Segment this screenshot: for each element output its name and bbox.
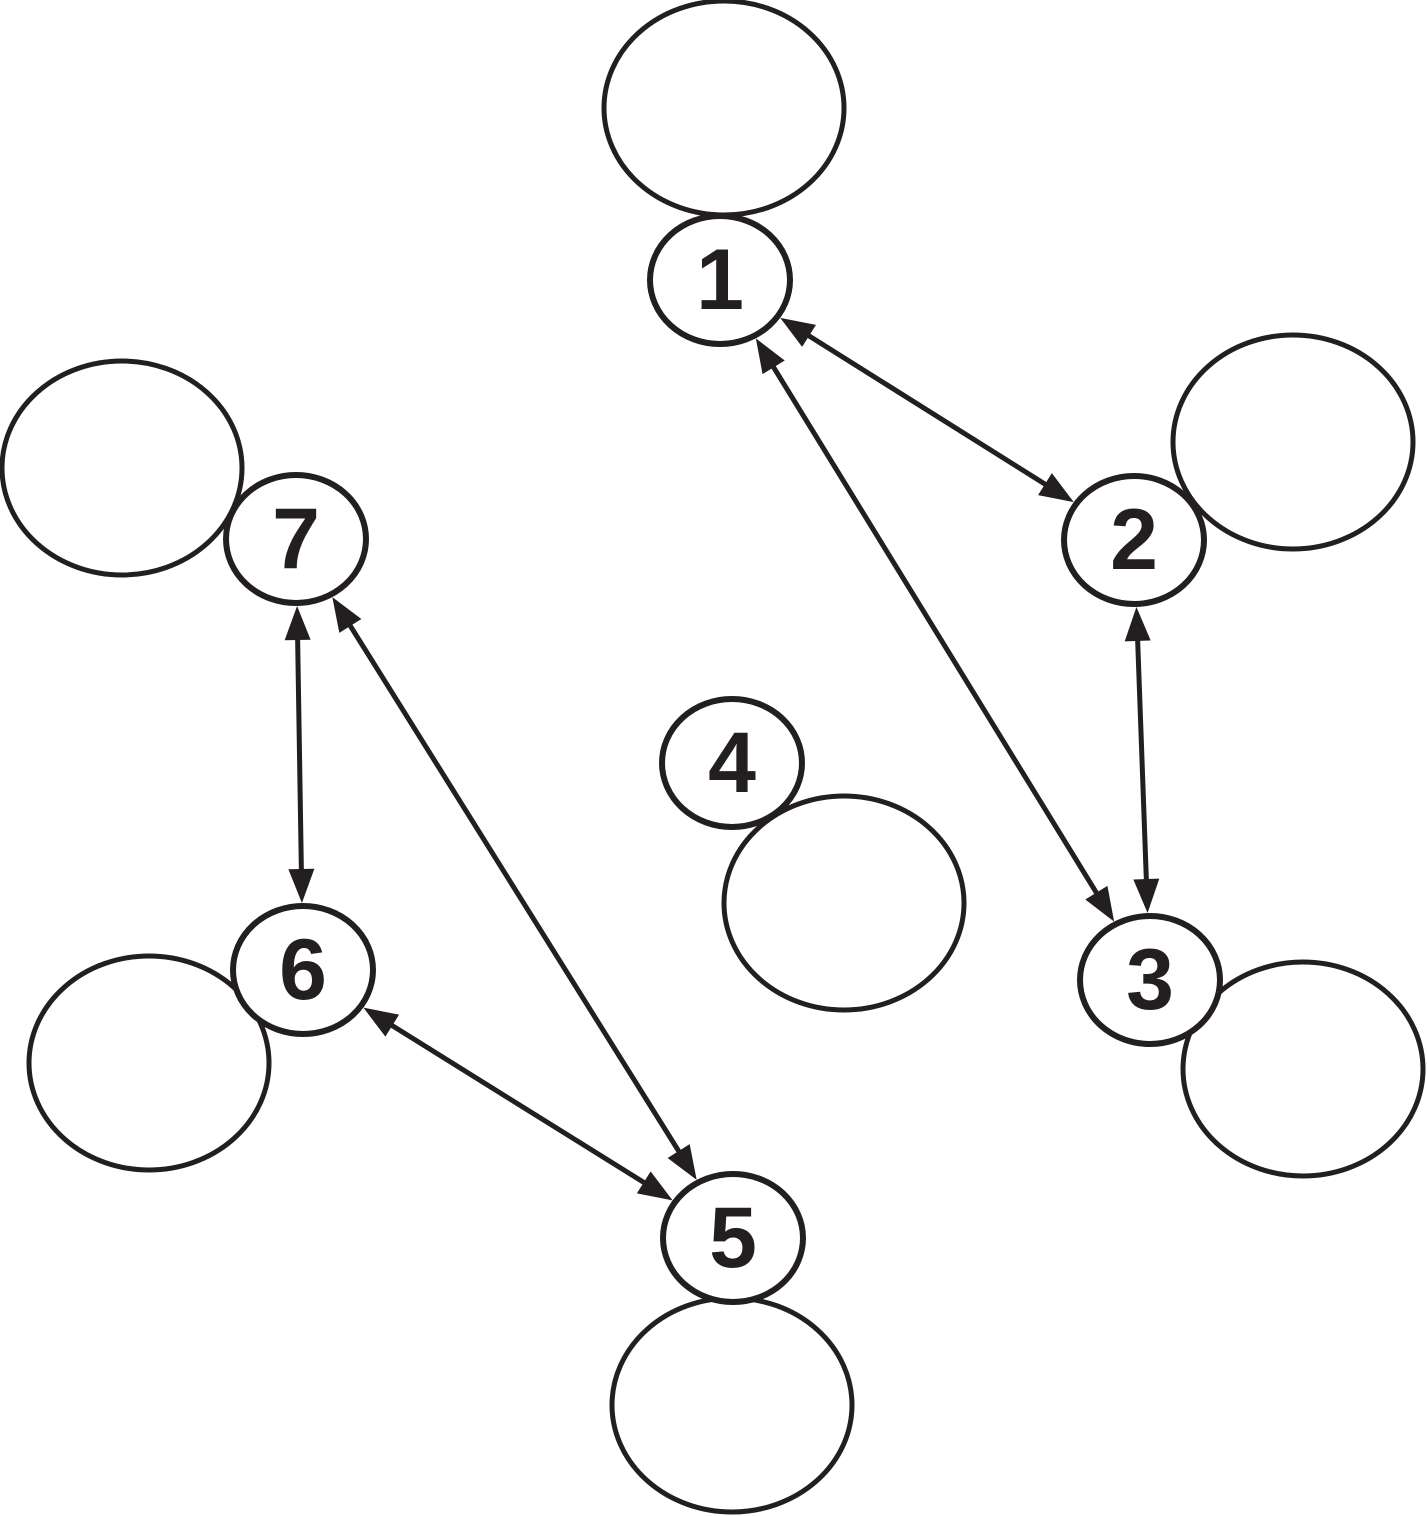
node-5: 5: [660, 1171, 806, 1305]
edge-7-5: [346, 621, 683, 1156]
arrowhead-7-5-at-5: [667, 1144, 697, 1180]
node-label: 7: [272, 491, 320, 587]
arrowhead-1-3-at-1: [755, 338, 785, 375]
edge-7-6: [295, 635, 304, 874]
arrowhead-6-5-at-6: [363, 1007, 400, 1037]
node-circle: [659, 696, 805, 830]
node-label: 1: [696, 232, 744, 328]
arrowhead-1-3-at-3: [1085, 885, 1115, 922]
blank-circle-node-2: [1170, 332, 1416, 552]
blank-circle-node-3: [1180, 959, 1426, 1179]
node-circle: [223, 472, 369, 606]
node-1: 1: [647, 213, 793, 347]
node-circle: [647, 213, 793, 347]
node-label: 4: [708, 715, 756, 811]
arrowhead-1-2-at-2: [1038, 473, 1074, 503]
node-circle: [1061, 473, 1207, 607]
node-7: 7: [223, 472, 369, 606]
blank-circle-node-4: [721, 793, 967, 1013]
edges-layer: [284, 317, 1160, 1201]
blank-circle-node-7: [0, 358, 245, 578]
node-label: 6: [279, 922, 327, 1018]
node-3: 3: [1077, 913, 1223, 1047]
node-circle: [1077, 913, 1223, 1047]
edge-6-5: [387, 1021, 649, 1187]
arrowhead-6-5-at-5: [636, 1171, 673, 1201]
blank-circle-node-6: [26, 953, 272, 1173]
blank-circle-node-1: [601, 0, 847, 218]
arrowhead-7-6-at-7: [284, 605, 311, 641]
arrowhead-7-5-at-7: [332, 597, 362, 633]
edge-1-3: [769, 362, 1101, 898]
arrowhead-2-3-at-3: [1133, 878, 1160, 914]
node-label: 2: [1110, 492, 1158, 588]
node-2: 2: [1061, 473, 1207, 607]
arrowhead-1-2-at-1: [780, 317, 816, 347]
arrowhead-7-6-at-6: [288, 868, 315, 904]
node-label: 3: [1126, 932, 1174, 1028]
edge-1-2: [804, 331, 1050, 489]
node-label: 5: [709, 1190, 757, 1286]
blank-circle-node-5: [609, 1295, 855, 1515]
edge-2-3: [1135, 636, 1149, 884]
node-6: 6: [230, 903, 376, 1037]
arrowhead-2-3-at-2: [1124, 606, 1151, 642]
node-circle: [230, 903, 376, 1037]
node-circle: [660, 1171, 806, 1305]
node-4: 4: [659, 696, 805, 830]
